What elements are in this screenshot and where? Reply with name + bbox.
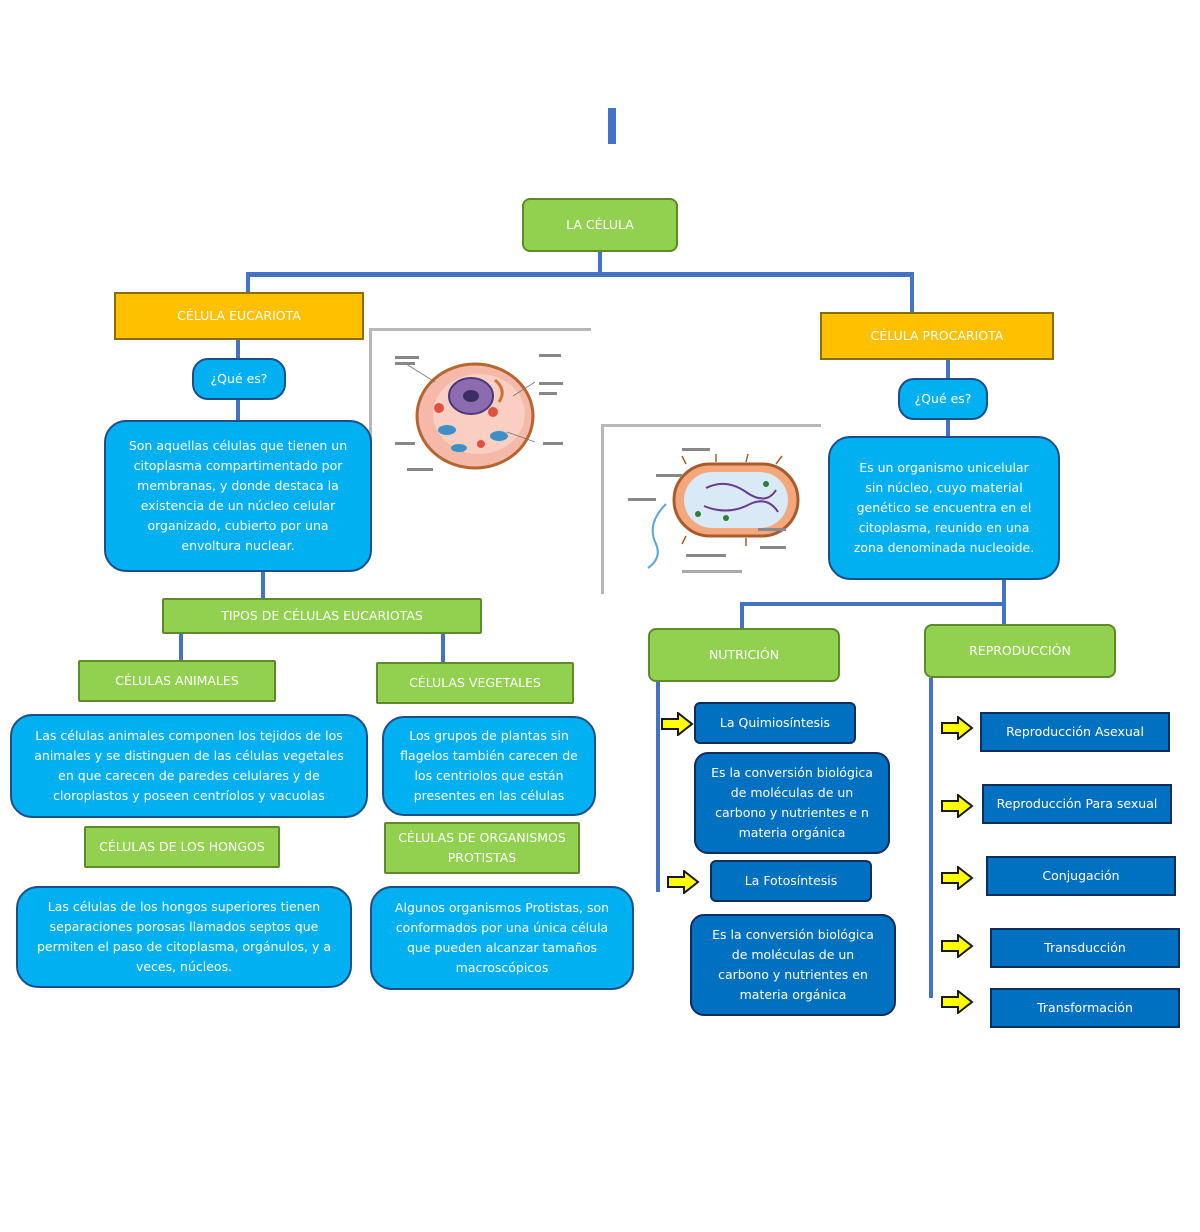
reproduction-item-parasexual: Reproducción Para sexual	[982, 784, 1172, 824]
connector	[656, 680, 660, 892]
fungi-cells-text: Las células de los hongos superiores tie…	[16, 886, 352, 988]
eukaryote-definition: Son aquellas células que tienen un citop…	[104, 420, 372, 572]
eukaryote-question: ¿Qué es?	[192, 358, 286, 400]
nutrition-item-chemosynthesis-desc: Es la conversión biológica de moléculas …	[694, 752, 890, 854]
connector	[946, 418, 950, 438]
prokaryote-definition: Es un organismo unicelular sin núcleo, c…	[828, 436, 1060, 580]
connector	[246, 272, 250, 294]
arrow-right-icon	[941, 716, 974, 740]
connector	[946, 358, 950, 380]
fungi-cells-title: CÉLULAS DE LOS HONGOS	[84, 826, 280, 868]
eukaryote-types-title: TIPOS DE CÉLULAS EUCARIOTAS	[162, 598, 482, 634]
image-frame	[601, 424, 604, 594]
connector	[910, 272, 914, 314]
reproduction-item-transduction: Transducción	[990, 928, 1180, 968]
nutrition-title: NUTRICIÓN	[648, 628, 840, 682]
arrow-right-icon	[941, 934, 974, 958]
plant-cells-text: Los grupos de plantas sin flagelos tambi…	[382, 716, 596, 816]
connector	[179, 632, 183, 662]
connector	[929, 678, 933, 998]
connector	[246, 272, 914, 277]
arrow-right-icon	[941, 794, 974, 818]
root-node: LA CÉLULA	[522, 198, 678, 252]
arrow-right-icon	[941, 990, 974, 1014]
animal-cell-illustration	[395, 354, 563, 471]
image-frame	[369, 328, 372, 490]
connector	[441, 632, 445, 664]
connector	[598, 250, 602, 276]
connector	[236, 398, 240, 422]
nutrition-item-photosynthesis-desc: Es la conversión biológica de moléculas …	[690, 914, 896, 1016]
arrow-right-icon	[667, 870, 700, 894]
protist-cells-title: CÉLULAS DE ORGANISMOS PROTISTAS	[384, 822, 580, 874]
reproduction-title: REPRODUCCIÓN	[924, 624, 1116, 678]
animal-cells-text: Las células animales componen los tejido…	[10, 714, 368, 818]
prokaryote-title: CÉLULA PROCARIOTA	[820, 312, 1054, 360]
image-frame	[601, 424, 821, 427]
animal-cells-title: CÉLULAS ANIMALES	[78, 660, 276, 702]
prokaryote-question: ¿Qué es?	[898, 378, 988, 420]
connector	[740, 602, 744, 630]
connector	[236, 338, 240, 360]
bacterial-cell-illustration	[628, 448, 800, 573]
eukaryote-title: CÉLULA EUCARIOTA	[114, 292, 364, 340]
connector	[1002, 580, 1006, 606]
reproduction-item-conjugation: Conjugación	[986, 856, 1176, 896]
reproduction-item-transformation: Transformación	[990, 988, 1180, 1028]
arrow-right-icon	[661, 712, 694, 736]
connector	[1002, 602, 1006, 626]
image-frame	[369, 328, 591, 331]
nutrition-item-photosynthesis: La Fotosíntesis	[710, 860, 872, 902]
arrow-right-icon	[941, 866, 974, 890]
plant-cells-title: CÉLULAS VEGETALES	[376, 662, 574, 704]
connector	[261, 570, 265, 600]
reproduction-item-asexual: Reproducción Asexual	[980, 712, 1170, 752]
nutrition-item-chemosynthesis: La Quimiosíntesis	[694, 702, 856, 744]
title-mark	[608, 108, 616, 144]
protist-cells-text: Algunos organismos Protistas, son confor…	[370, 886, 634, 990]
connector	[740, 602, 1006, 606]
